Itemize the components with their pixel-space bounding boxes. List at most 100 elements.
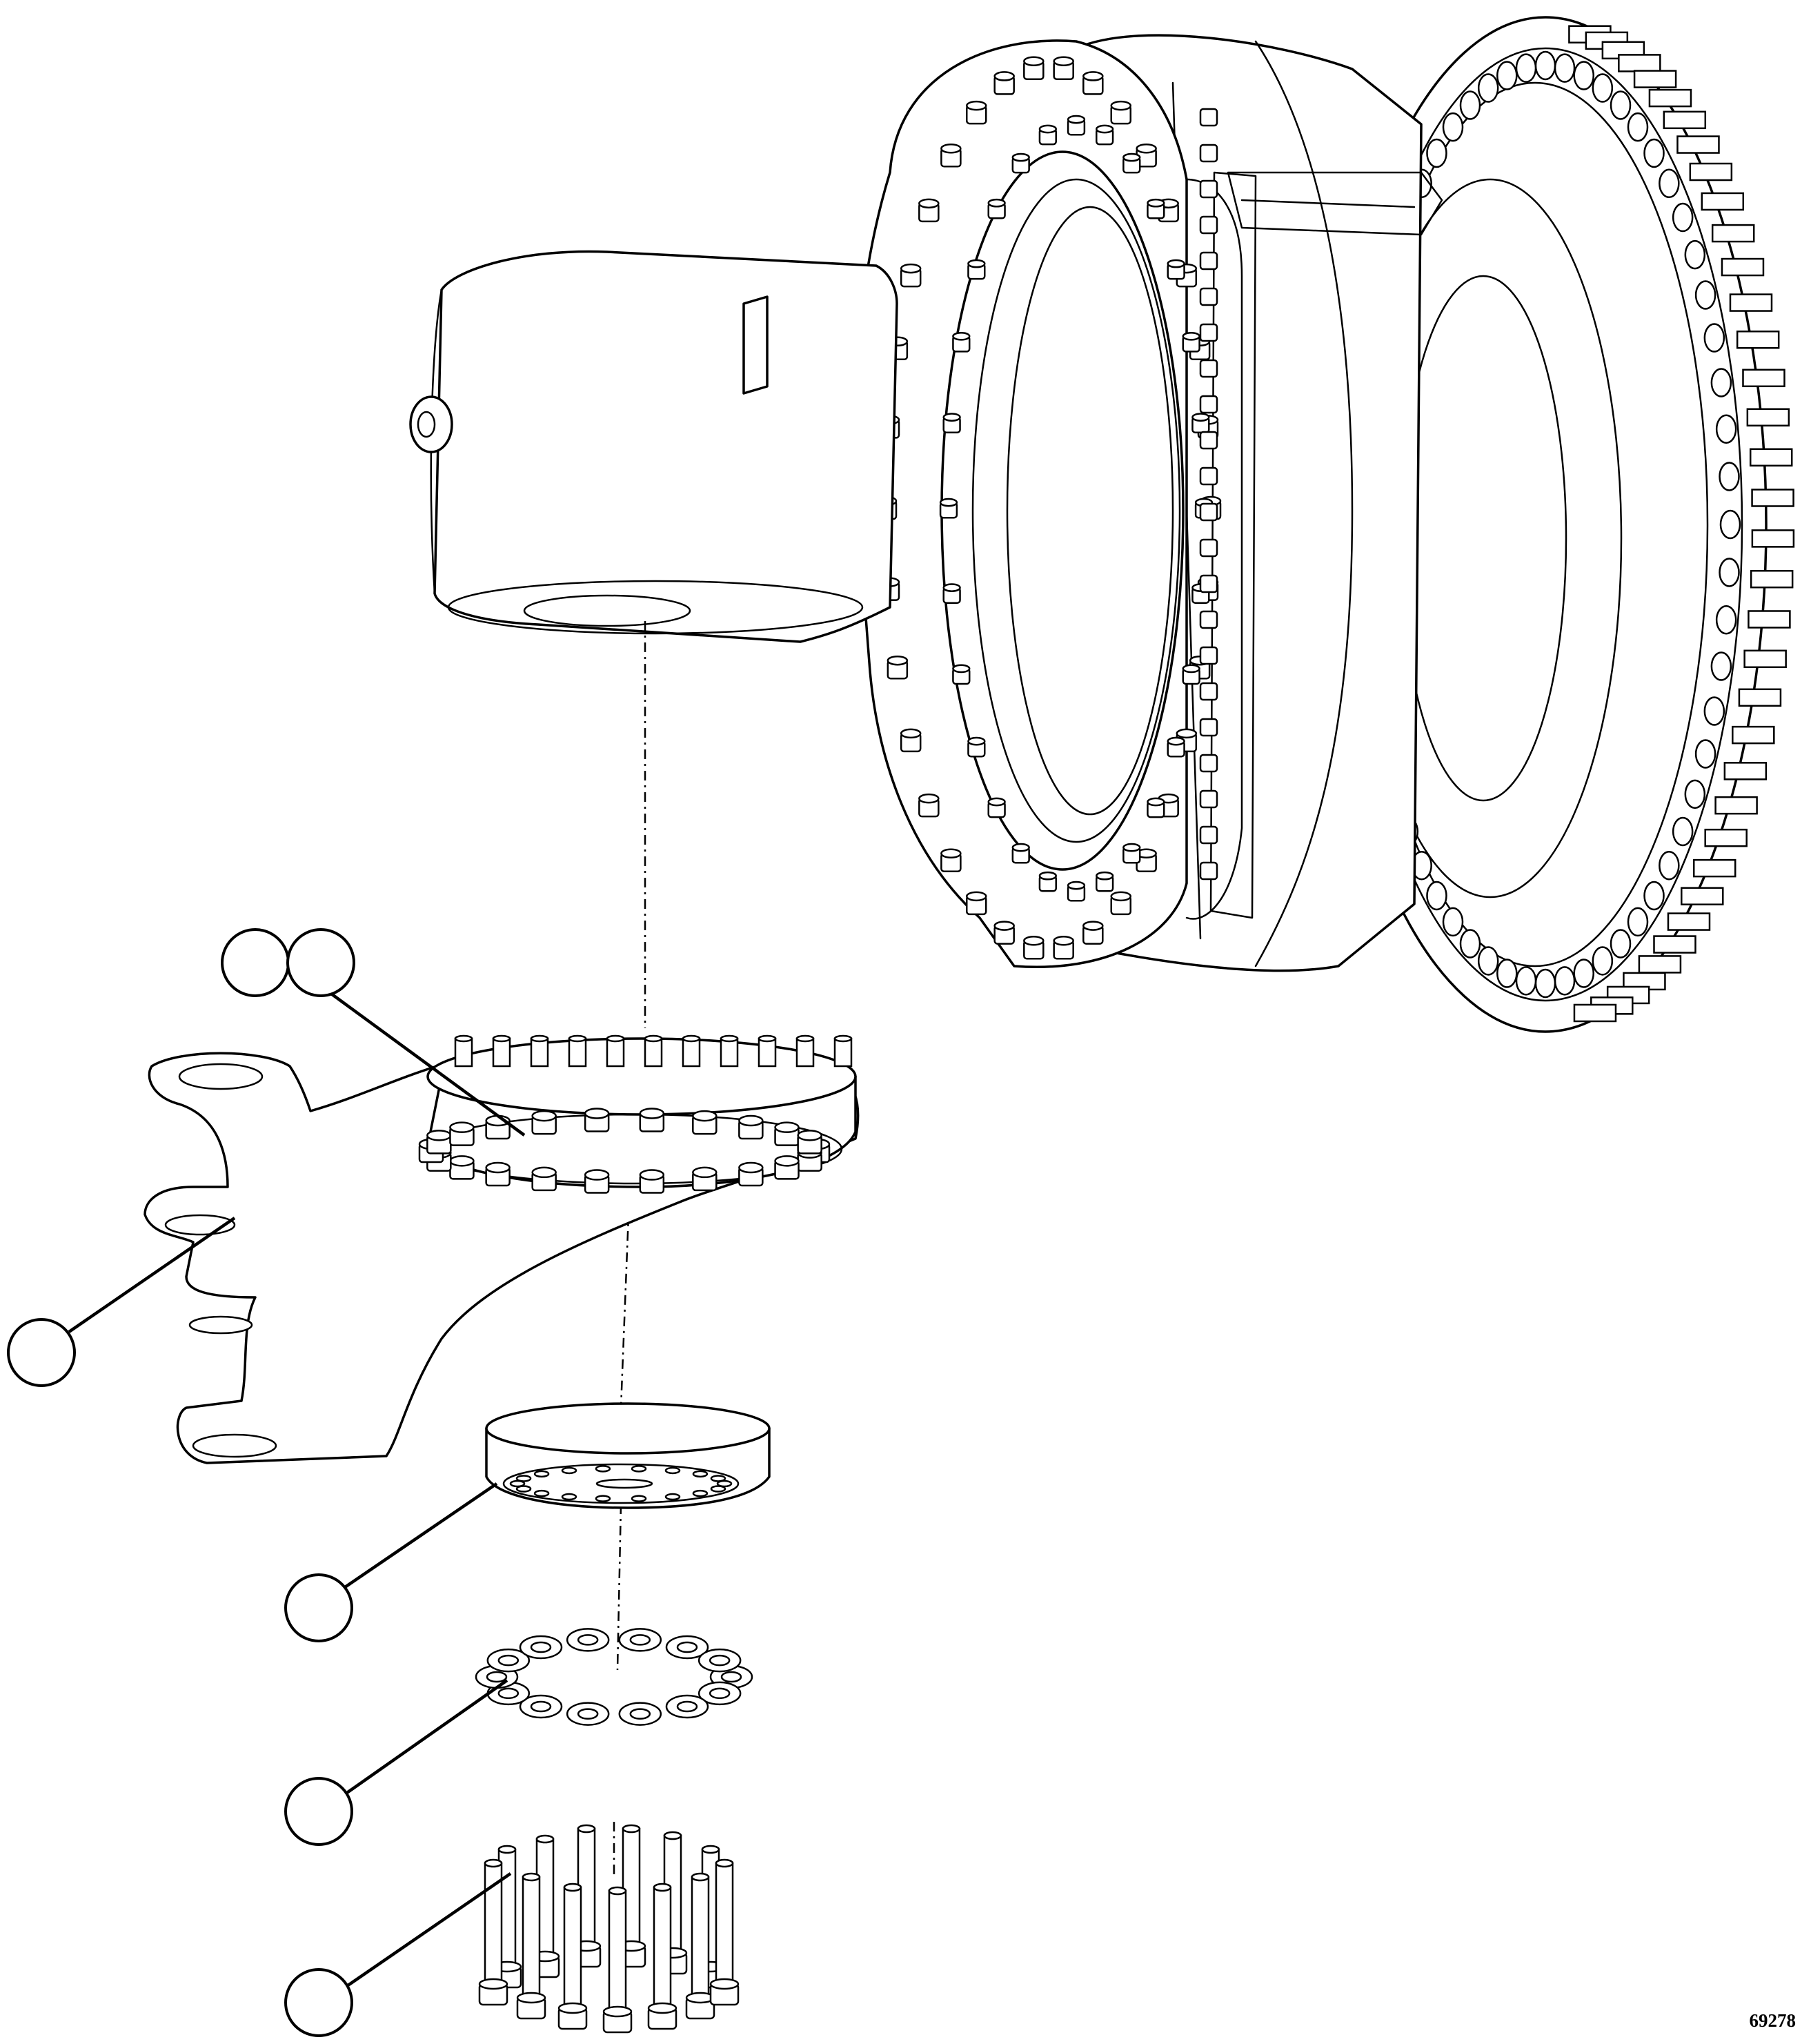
flange-bolt-head (1167, 259, 1185, 268)
flange-bolt-head (942, 583, 961, 592)
ring-roller (1610, 90, 1632, 120)
ring-pin (1681, 887, 1724, 905)
ring-pin (1689, 162, 1733, 181)
ring-pin (1701, 192, 1745, 211)
ring-pin (1746, 408, 1790, 427)
drum-bolt (1199, 323, 1218, 342)
flange-bolt-head (918, 793, 940, 804)
flange-bolt-head (1191, 413, 1210, 422)
callout-circle-1[interactable] (221, 928, 290, 997)
flange-bolt-head (993, 921, 1015, 931)
washer-hole (629, 1708, 651, 1720)
ring-pin (1663, 110, 1707, 130)
ring-roller (1627, 907, 1649, 937)
ring-bolt-head (639, 1108, 665, 1119)
ring-roller (1703, 696, 1725, 726)
bolt-tip (497, 1845, 517, 1854)
callout-circle-3[interactable] (7, 1318, 76, 1387)
disc-hole (631, 1495, 647, 1502)
washer (618, 1702, 662, 1726)
drum-bolt (1199, 287, 1218, 306)
ring-pin (1736, 331, 1780, 349)
drum-bolt (1199, 502, 1218, 522)
ring-roller (1592, 73, 1614, 103)
flange-bolt-head (1067, 881, 1086, 890)
ring-pin (1618, 54, 1661, 72)
ring-bolt-head (797, 1130, 822, 1141)
ring-top-pin-cap (720, 1034, 739, 1043)
drum-bolt (1199, 574, 1218, 593)
ring-top-pin-cap (644, 1034, 663, 1043)
drum-bolt (1199, 861, 1218, 881)
ring-roller (1610, 929, 1632, 959)
ring-pin (1743, 649, 1787, 669)
flange-bolt-head (1182, 331, 1200, 341)
bolt-tip (691, 1872, 710, 1882)
ring-top-pin (492, 1037, 511, 1068)
ring-roller (1627, 112, 1649, 142)
ring-roller (1719, 462, 1740, 491)
ring-top-pin-cap (530, 1034, 549, 1043)
ring-top-pin-cap (795, 1034, 815, 1043)
disc-hole (533, 1489, 550, 1497)
drum-bolt (1199, 682, 1218, 701)
ring-roller (1534, 50, 1556, 81)
drum-bolt (1199, 754, 1218, 773)
ring-roller (1554, 53, 1576, 83)
ring-top-pin (606, 1037, 625, 1068)
bolt-head-top (516, 1992, 546, 2004)
ring-roller (1719, 558, 1740, 587)
callouts (7, 928, 526, 2037)
washer-hole (530, 1700, 552, 1713)
flange-bolt-head (987, 797, 1006, 807)
ring-bolt-head (738, 1161, 764, 1174)
flange-bolt-head (967, 259, 986, 268)
disc-hole (664, 1466, 681, 1475)
ring-bolt-head (584, 1169, 610, 1181)
ring-bolt-head (738, 1114, 764, 1127)
ring-roller (1573, 61, 1594, 90)
callout-circle-6[interactable] (284, 1968, 353, 2037)
ring-pin (1742, 368, 1785, 388)
front-flange (852, 39, 1243, 968)
ring-roller (1659, 168, 1680, 199)
leader-line-1 (330, 992, 526, 1137)
ring-top-pin-cap (758, 1034, 777, 1043)
callout-circle-5[interactable] (284, 1777, 353, 1846)
disc-hole (692, 1489, 709, 1497)
flange-bolt-head (940, 144, 962, 154)
flange-bolt-head (1067, 115, 1086, 124)
ring-pin (1751, 489, 1794, 507)
flange-bolt-head (1122, 843, 1141, 852)
washer-hole (709, 1654, 731, 1667)
outer-pin-ring (1323, 16, 1795, 1033)
leader-line-5 (344, 1679, 508, 1796)
callout-circle-2[interactable] (286, 928, 355, 997)
ring-top-pin-cap (682, 1034, 701, 1043)
callout-circle-4[interactable] (284, 1573, 353, 1642)
drum-bolt (1199, 359, 1218, 378)
flange-bolt-head (1053, 56, 1074, 66)
ring-top-pin-cap (833, 1034, 853, 1043)
ring-roller (1710, 651, 1732, 681)
ring-roller (1442, 112, 1464, 142)
ring-top-pin-cap (454, 1034, 473, 1043)
bolt-tip (663, 1831, 682, 1840)
bolt-head-top (647, 2002, 677, 2014)
disc-hole (515, 1485, 532, 1493)
ring-roller (1496, 959, 1518, 988)
bolt-tip (653, 1883, 672, 1892)
ring-pin (1633, 70, 1677, 88)
washer-hole (497, 1687, 519, 1700)
bolt-tip (563, 1883, 582, 1892)
bolt-shank (563, 1886, 582, 2009)
washer (519, 1694, 563, 1719)
washer-hole (497, 1654, 519, 1667)
drum-bolt (1199, 431, 1218, 450)
ring-roller (1684, 239, 1706, 270)
ring-pin (1676, 135, 1720, 154)
flange-bolt-head (1053, 936, 1074, 946)
ring-bolt-head (692, 1110, 718, 1122)
ring-pin (1573, 1003, 1617, 1023)
bolt-tip (715, 1858, 734, 1868)
